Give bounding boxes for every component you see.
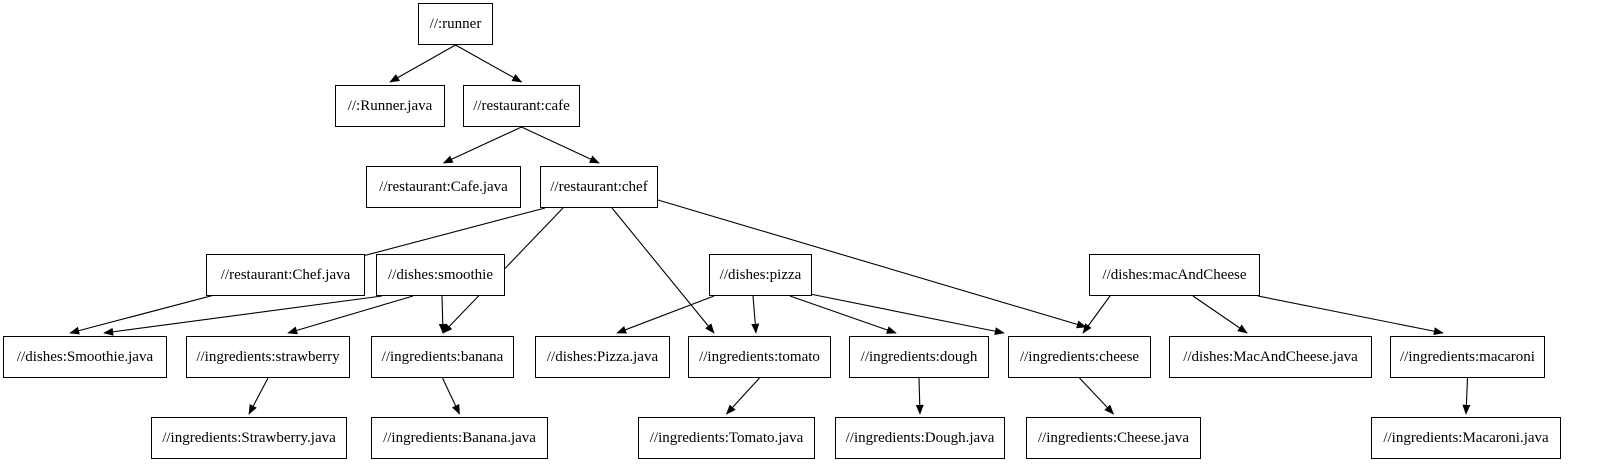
node-label: //dishes:pizza [719,266,802,283]
graph-node-ing-banana-java[interactable]: //ingredients:Banana.java [371,417,548,459]
node-label: //restaurant:Cafe.java [379,178,508,195]
node-label: //ingredients:Dough.java [845,429,995,446]
graph-node-dishes-pizza-java[interactable]: //dishes:Pizza.java [535,336,670,378]
node-label: //dishes:smoothie [388,266,493,283]
node-label: //ingredients:Tomato.java [649,429,804,446]
graph-node-ing-strawberry-java[interactable]: //ingredients:Strawberry.java [151,417,347,459]
node-label: //ingredients:tomato [699,348,820,365]
node-label: //:runner [429,15,482,32]
graph-node-ing-tomato-java[interactable]: //ingredients:Tomato.java [638,417,815,459]
graph-node-runner-java[interactable]: //:Runner.java [335,85,445,127]
node-label: //ingredients:Macaroni.java [1383,429,1549,446]
node-label: //restaurant:Chef.java [220,266,351,283]
graph-node-restaurant-cafe-java[interactable]: //restaurant:Cafe.java [366,166,521,208]
graph-node-ing-dough[interactable]: //ingredients:dough [849,336,989,378]
graph-node-ing-banana[interactable]: //ingredients:banana [371,336,514,378]
node-label: //dishes:Pizza.java [546,348,659,365]
graph-node-ing-tomato[interactable]: //ingredients:tomato [688,336,831,378]
node-label: //dishes:Smoothie.java [16,348,154,365]
node-label: //restaurant:cafe [473,97,570,114]
node-label: //ingredients:banana [381,348,504,365]
graph-node-ing-dough-java[interactable]: //ingredients:Dough.java [835,417,1005,459]
node-label: //:Runner.java [347,97,433,114]
graph-node-dishes-macandcheese[interactable]: //dishes:macAndCheese [1089,254,1260,296]
node-label: //ingredients:dough [860,348,978,365]
graph-node-ing-macaroni-java[interactable]: //ingredients:Macaroni.java [1371,417,1561,459]
graph-node-runner[interactable]: //:runner [418,3,493,45]
node-label: //ingredients:Strawberry.java [162,429,336,446]
node-label: //ingredients:macaroni [1400,348,1535,365]
graph-node-ing-strawberry[interactable]: //ingredients:strawberry [186,336,350,378]
graph-node-restaurant-chef-java[interactable]: //restaurant:Chef.java [206,254,365,296]
node-label: //dishes:macAndCheese [1102,266,1247,283]
node-label: //ingredients:Banana.java [383,429,536,446]
graph-node-dishes-pizza[interactable]: //dishes:pizza [709,254,812,296]
graph-node-restaurant-cafe[interactable]: //restaurant:cafe [463,85,580,127]
graph-node-dishes-smoothie-java[interactable]: //dishes:Smoothie.java [3,336,167,378]
graph-node-ing-cheese-java[interactable]: //ingredients:Cheese.java [1026,417,1201,459]
node-label: //ingredients:strawberry [196,348,340,365]
graph-node-ing-macaroni[interactable]: //ingredients:macaroni [1390,336,1545,378]
node-label: //dishes:MacAndCheese.java [1183,348,1358,365]
graph-node-dishes-macandcheese-java[interactable]: //dishes:MacAndCheese.java [1169,336,1372,378]
node-label: //ingredients:cheese [1019,348,1140,365]
graph-node-ing-cheese[interactable]: //ingredients:cheese [1008,336,1151,378]
node-label: //restaurant:chef [550,178,648,195]
graph-node-restaurant-chef[interactable]: //restaurant:chef [540,166,658,208]
node-label: //ingredients:Cheese.java [1037,429,1190,446]
graph-node-dishes-smoothie[interactable]: //dishes:smoothie [376,254,505,296]
